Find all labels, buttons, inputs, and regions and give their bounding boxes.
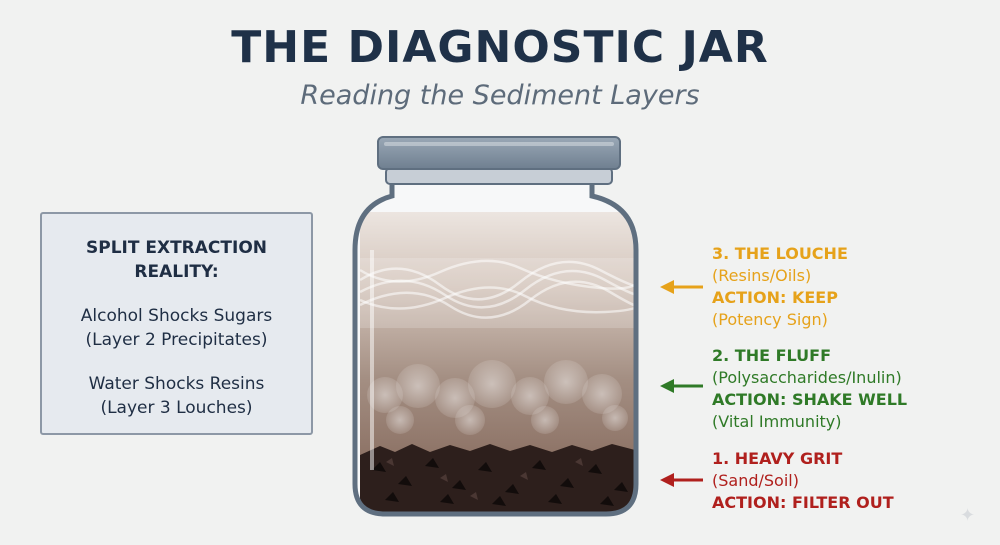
louche-action: ACTION: KEEP (712, 288, 838, 307)
louche-content: (Resins/Oils) (712, 266, 812, 285)
fluff-title: 2. THE FLUFF (712, 346, 831, 365)
split-extraction-box: SPLIT EXTRACTION REALITY: Alcohol Shocks… (40, 212, 313, 435)
sparkle-icon: ✦ (960, 505, 976, 526)
grit-title: 1. HEAVY GRIT (712, 449, 843, 468)
grit-label: 1. HEAVY GRIT (Sand/Soil) ACTION: FILTER… (712, 448, 894, 514)
jar-outline (352, 177, 639, 517)
grit-layer (360, 444, 635, 514)
alcohol-note-line-1: Alcohol Shocks Sugars (80, 306, 273, 326)
fluff-arrow (660, 379, 703, 393)
page-title: THE DIAGNOSTIC JAR (231, 22, 769, 73)
page-subtitle: Reading the Sediment Layers (300, 80, 700, 111)
fluff-action: ACTION: SHAKE WELL (712, 390, 908, 409)
fluff-layer (367, 360, 628, 435)
grit-content: (Sand/Soil) (712, 471, 799, 490)
fluff-label: 2. THE FLUFF (Polysaccharides/Inulin) AC… (712, 345, 907, 433)
louche-arrow (660, 280, 703, 294)
fluff-note: (Vital Immunity) (712, 412, 842, 431)
alcohol-note-line-2: (Layer 2 Precipitates) (85, 330, 268, 350)
box-heading-line-2: REALITY: (134, 262, 219, 282)
louche-label: 3. THE LOUCHE (Resins/Oils) ACTION: KEEP… (712, 243, 848, 331)
grit-action: ACTION: FILTER OUT (712, 493, 894, 512)
water-note: Water Shocks Resins (Layer 3 Louches) (42, 372, 311, 420)
water-note-line-2: (Layer 3 Louches) (100, 398, 253, 418)
jar-lid (377, 136, 621, 170)
louche-note: (Potency Sign) (712, 310, 828, 329)
louche-title: 3. THE LOUCHE (712, 244, 848, 263)
grit-arrow (660, 473, 703, 487)
jar-neck (385, 167, 613, 185)
box-heading-line-1: SPLIT EXTRACTION (85, 238, 267, 258)
louche-layer (359, 259, 636, 319)
alcohol-note: Alcohol Shocks Sugars (Layer 2 Precipita… (42, 304, 311, 352)
box-heading: SPLIT EXTRACTION REALITY: (42, 236, 311, 284)
water-note-line-1: Water Shocks Resins (88, 374, 265, 394)
fluff-content: (Polysaccharides/Inulin) (712, 368, 902, 387)
